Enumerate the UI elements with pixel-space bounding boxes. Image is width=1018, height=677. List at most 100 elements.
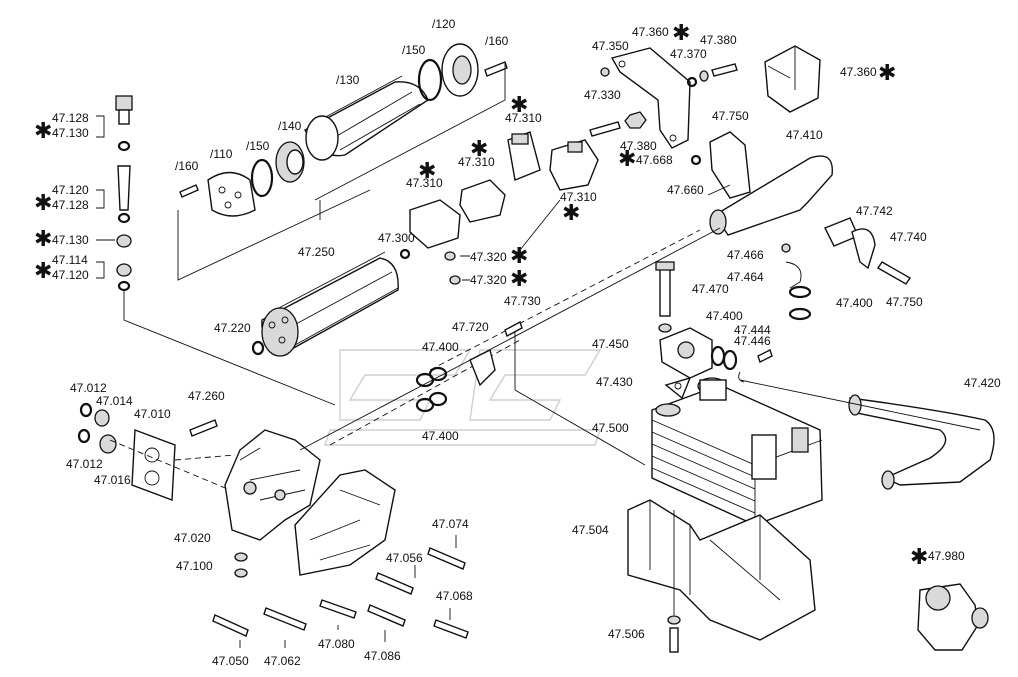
label-400-a: 47.400	[836, 296, 873, 310]
label-120: /120	[432, 17, 456, 31]
clip-464-466	[781, 243, 812, 321]
clamp-740-742	[824, 217, 911, 285]
adapter-450	[659, 327, 713, 379]
bolt-370-380	[600, 63, 738, 88]
label-506: 47.506	[608, 627, 645, 641]
label-360-a: 47.360	[632, 25, 669, 39]
center-seals-400	[415, 366, 448, 413]
label-444: 47.444	[734, 323, 771, 337]
label-160-top: /160	[485, 34, 509, 48]
label-010: 47.010	[134, 407, 171, 421]
asterisk-icon: ✱	[34, 227, 52, 252]
label-300: 47.300	[378, 231, 415, 245]
label-128-a: 47.128	[52, 111, 89, 125]
label-310-a: 47.310	[505, 111, 542, 125]
label-400-c: 47.400	[422, 429, 459, 443]
seal-140	[275, 141, 305, 183]
label-016: 47.016	[94, 473, 131, 487]
watermark-logo	[324, 349, 602, 446]
valve-bolts-300-320	[399, 248, 470, 285]
label-320-b: 47.320	[470, 273, 507, 287]
bolt-506	[667, 510, 681, 653]
label-466: 47.466	[727, 248, 764, 262]
bolt-330-nut-380	[589, 111, 647, 137]
label-130-b: 47.130	[52, 233, 89, 247]
filter-assembly-250	[261, 251, 399, 357]
label-128-b: 47.128	[52, 198, 89, 212]
label-450: 47.450	[592, 337, 629, 351]
asterisk-icon: ✱	[562, 201, 580, 226]
bolt-470	[655, 261, 675, 333]
label-740: 47.740	[890, 230, 927, 244]
screw-100	[234, 552, 248, 578]
label-730: 47.730	[504, 294, 541, 308]
label-100: 47.100	[176, 559, 213, 573]
end-plate-110	[207, 171, 256, 217]
cover-120	[441, 43, 479, 97]
clip-720-730	[469, 320, 523, 387]
label-220: 47.220	[214, 321, 251, 335]
screw-260	[189, 419, 218, 437]
label-380-b: 47.380	[700, 33, 737, 47]
label-310-d: 47.310	[560, 190, 597, 204]
label-160-left: /160	[175, 159, 199, 173]
label-114: 47.114	[52, 253, 88, 267]
label-074: 47.074	[432, 517, 469, 531]
pipe-410	[709, 155, 834, 236]
label-120-a: 47.120	[52, 183, 89, 197]
label-350: 47.350	[592, 39, 629, 53]
bracket-660-750	[690, 131, 751, 199]
label-380-a: 47.380	[620, 139, 657, 153]
solenoid-valves-310	[409, 131, 599, 249]
label-470: 47.470	[692, 282, 729, 296]
asterisk-icon: ✱	[510, 267, 528, 292]
label-014: 47.014	[96, 394, 133, 408]
asterisk-icon: ✱	[418, 159, 436, 184]
label-056: 47.056	[386, 551, 423, 565]
screw-160-left	[179, 184, 199, 198]
bracket-504	[627, 499, 816, 641]
o-ring-150-top	[417, 58, 443, 102]
gasket-010	[131, 429, 176, 501]
label-980: 47.980	[928, 549, 965, 563]
asterisk-markers: ✱ ✱ ✱ ✱ ✱ ✱ ✱ ✱ ✱ ✱ ✱ ✱ ✱ ✱	[34, 21, 928, 570]
label-330: 47.330	[584, 88, 621, 102]
label-400-b: 47.400	[422, 340, 459, 354]
label-080: 47.080	[318, 637, 355, 651]
label-130: /130	[336, 73, 360, 87]
label-062: 47.062	[264, 654, 301, 668]
label-012-a: 47.012	[70, 381, 107, 395]
label-068: 47.068	[436, 589, 473, 603]
label-260: 47.260	[188, 389, 225, 403]
label-750-b: 47.750	[886, 295, 923, 309]
left-leader-lines	[96, 115, 336, 406]
label-500: 47.500	[592, 421, 629, 435]
label-012-b: 47.012	[66, 457, 103, 471]
label-370: 47.370	[670, 47, 707, 61]
label-310-b: 47.310	[458, 155, 495, 169]
label-120-b: 47.120	[52, 268, 89, 282]
label-668: 47.668	[636, 153, 673, 167]
label-310-c: 47.310	[406, 176, 443, 190]
label-360-b: 47.360	[840, 65, 877, 79]
label-750-a: 47.750	[712, 109, 749, 123]
hose-420	[848, 394, 995, 490]
asterisk-icon: ✱	[878, 61, 896, 86]
pressure-switch-128	[115, 95, 133, 292]
asterisk-icon: ✱	[34, 119, 52, 144]
assembly-lines	[299, 199, 981, 466]
label-150-bottom: /150	[246, 139, 270, 153]
seals-400-444-446	[710, 345, 773, 383]
label-504: 47.504	[572, 523, 609, 537]
part-labels: /120 /150 /160 /130 /140 /150 /110 /160 …	[52, 17, 1001, 668]
mount-bracket-lower	[294, 469, 396, 576]
asterisk-icon: ✱	[510, 244, 528, 269]
ring-220	[251, 340, 265, 356]
oil-cooler-500	[651, 377, 823, 526]
label-464: 47.464	[727, 270, 764, 284]
asterisk-icon: ✱	[910, 545, 928, 570]
lower-leader-lines	[239, 535, 457, 648]
lower-bolts	[212, 547, 469, 639]
label-430: 47.430	[596, 375, 633, 389]
